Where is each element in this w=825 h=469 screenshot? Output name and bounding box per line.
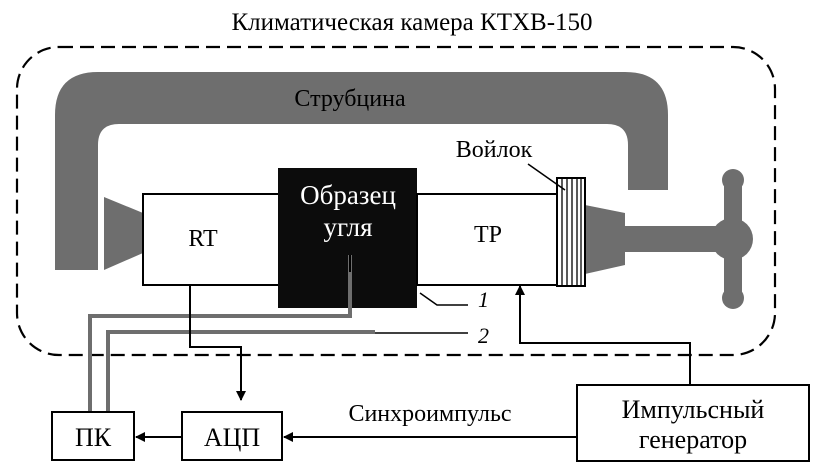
climatic-chamber-boundary — [15, 45, 777, 357]
sample-label-line1: Образец — [300, 180, 396, 210]
tp-label: TP — [474, 222, 502, 248]
tp-transducer — [416, 193, 558, 286]
sample-label-line2: угля — [323, 212, 372, 242]
pulse-generator-box — [576, 384, 810, 462]
sensor-cable-2 — [106, 330, 375, 420]
felt-pad — [556, 177, 586, 287]
pc-box — [51, 411, 135, 461]
felt-leader-line — [527, 163, 566, 191]
clamp-label: Струбцина — [294, 86, 406, 112]
generator-to-tp-line — [515, 285, 691, 385]
felt-label: Войлок — [456, 137, 533, 163]
left-clamp-jaw — [104, 197, 143, 270]
rt-to-adc-line — [189, 285, 246, 401]
rt-label: RT — [188, 226, 218, 252]
callout-1: 1 — [478, 287, 489, 312]
rt-transducer — [142, 193, 281, 286]
right-clamp-jaw — [585, 205, 625, 274]
chamber-title: Климатическая камера КТХВ-150 — [231, 9, 592, 36]
pc-label: ПК — [75, 423, 112, 452]
generator-label-line2: генератор — [639, 425, 747, 454]
callout-2: 2 — [478, 323, 489, 348]
coal-sample — [278, 168, 417, 308]
clamp-frame — [55, 72, 668, 270]
sensor-cable-1 — [88, 255, 352, 420]
sync-pulse-label: Синхроимпульс — [348, 401, 511, 427]
clamp-screw-handle — [620, 169, 753, 309]
adc-label: АЦП — [204, 423, 261, 452]
generator-label-line1: Импульсный — [622, 395, 765, 424]
callout-1-leader — [419, 292, 468, 306]
